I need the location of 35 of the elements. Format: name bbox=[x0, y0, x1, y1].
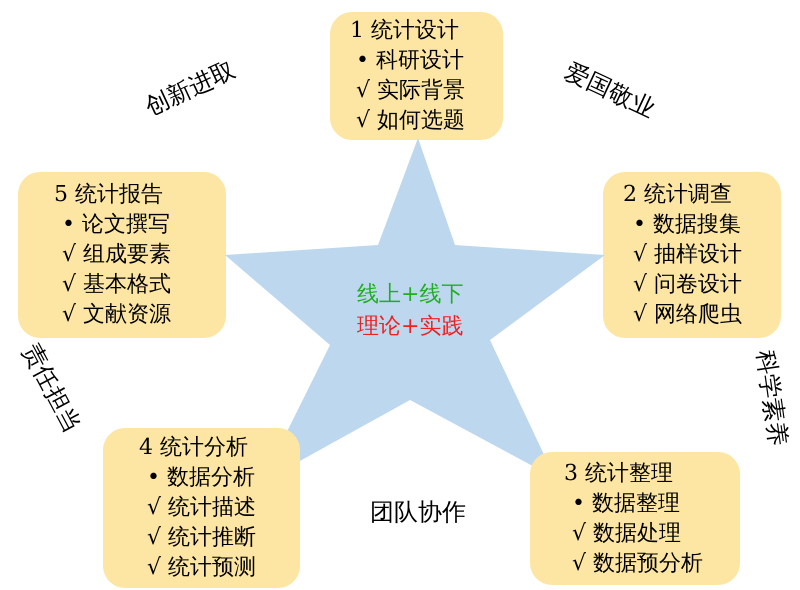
card-item: • 科研设计 bbox=[356, 48, 464, 73]
card-heading: 4 统计分析 bbox=[139, 435, 248, 460]
topic-card bbox=[330, 12, 503, 140]
card-item: √ 实际背景 bbox=[356, 78, 466, 103]
card-item: √ 问卷设计 bbox=[633, 272, 742, 297]
value-label: 责任担当 bbox=[16, 338, 88, 438]
card-item: √ 统计推断 bbox=[147, 525, 256, 550]
card-heading: 5 统计报告 bbox=[54, 182, 163, 207]
card-item: • 数据分析 bbox=[147, 465, 255, 490]
card-item: √ 数据处理 bbox=[572, 520, 682, 546]
value-label: 创新进取 bbox=[140, 54, 240, 123]
card-item: √ 文献资源 bbox=[62, 302, 172, 327]
card-item: • 数据搜集 bbox=[633, 212, 741, 237]
card-item: √ 网络爬虫 bbox=[633, 302, 742, 327]
topic-card bbox=[530, 452, 740, 585]
card-item: • 数据整理 bbox=[572, 490, 680, 516]
center-text: 线上+线下 bbox=[357, 281, 464, 309]
topic-card bbox=[603, 172, 781, 338]
value-label: 科学素养 bbox=[750, 348, 794, 448]
card-item: • 论文撰写 bbox=[62, 212, 170, 237]
card-item: √ 如何选题 bbox=[356, 108, 466, 133]
card-item: √ 基本格式 bbox=[62, 272, 172, 297]
card-item: √ 抽样设计 bbox=[633, 242, 742, 267]
card-item: √ 组成要素 bbox=[62, 242, 172, 267]
value-label: 爱国敬业 bbox=[560, 56, 660, 125]
center-text: 理论+实践 bbox=[357, 313, 464, 341]
card-item: √ 统计预测 bbox=[147, 555, 256, 580]
card-item: √ 数据预分析 bbox=[572, 550, 704, 576]
value-label: 团队协作 bbox=[370, 497, 466, 528]
topic-card bbox=[18, 172, 226, 338]
card-heading: 1 统计设计 bbox=[350, 18, 459, 43]
card-heading: 2 统计调查 bbox=[623, 182, 732, 207]
card-heading: 3 统计整理 bbox=[564, 460, 673, 486]
card-item: √ 统计描述 bbox=[147, 495, 256, 520]
topic-card bbox=[103, 428, 300, 588]
